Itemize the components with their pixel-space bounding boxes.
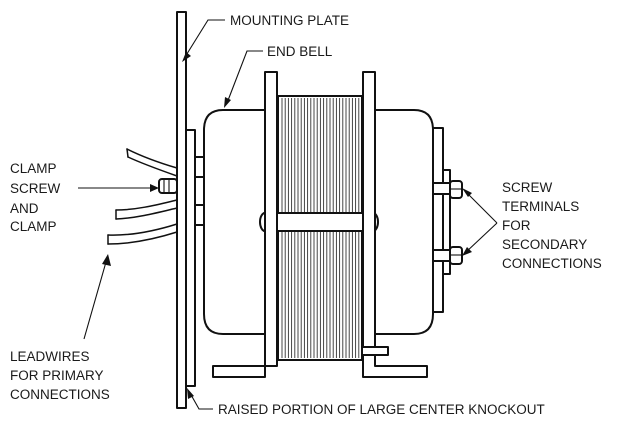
terminal-strip [442,169,451,275]
coil-tab [361,346,389,356]
end-bell-left [203,109,279,335]
clamp-band [263,212,375,232]
screw-terminal-top [449,180,463,199]
label-terminals-line-3: FOR [502,218,531,233]
label-leadwires-line-2: FOR PRIMARY [10,368,104,383]
label-leadwires-line-3: CONNECTIONS [10,387,110,402]
screw-terminal-bottom [449,246,463,265]
terminal-spacer-bottom [432,249,451,262]
label-terminals-line-1: SCREW [502,180,553,195]
label-terminals-line-4: SECONDARY [502,237,587,252]
callouts [78,19,498,410]
label-clamp-line-1: CLAMP [10,161,57,176]
clamp-screw [158,178,178,194]
label-leadwires-line-1: LEADWIRES [10,349,90,364]
label-terminals-line-2: TERMINALS [502,199,579,214]
label-end-bell: END BELL [267,44,333,59]
label-clamp-line-2: SCREW [10,181,61,196]
terminal-spacer-top [432,182,451,195]
label-mounting-plate: MOUNTING PLATE [230,13,349,28]
end-bell-right [361,109,434,335]
raised-knockout [185,129,196,387]
label-clamp-line-3: AND [10,201,39,216]
bracket-left [212,71,278,378]
lead-wires [107,148,178,245]
label-clamp-line-4: CLAMP [10,219,57,234]
label-terminals-line-5: CONNECTIONS [502,256,602,271]
mounting-plate [176,11,187,409]
label-knockout: RAISED PORTION OF LARGE CENTER KNOCKOUT [218,402,545,417]
terminal-board [432,127,444,313]
